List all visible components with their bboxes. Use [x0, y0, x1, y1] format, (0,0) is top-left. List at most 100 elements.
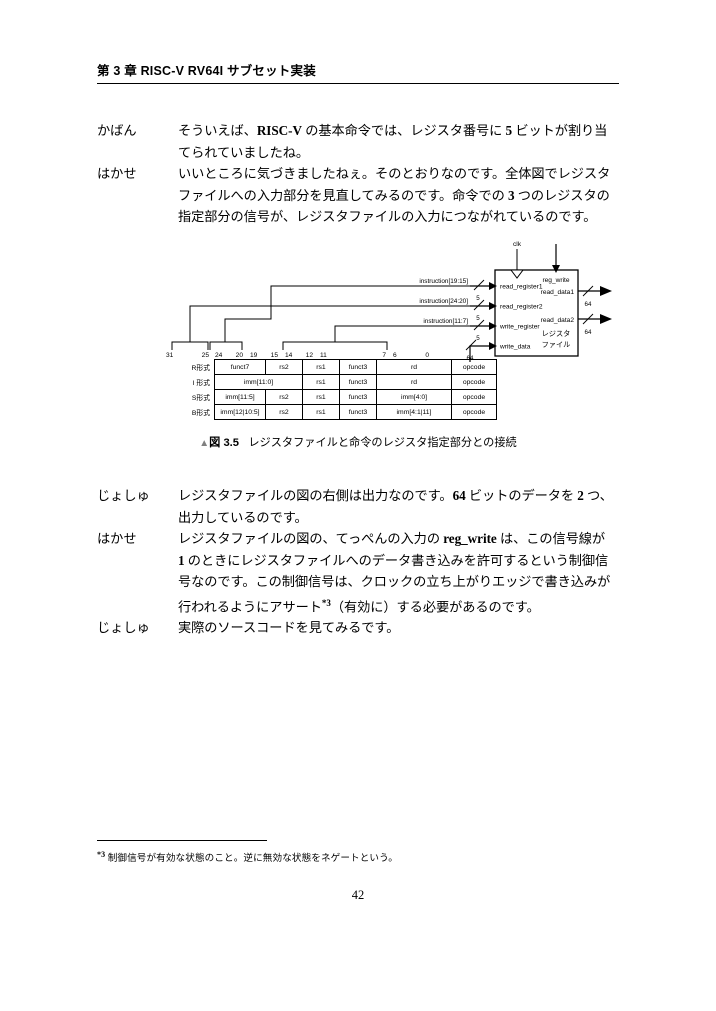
- row-format-label: B形式: [191, 410, 210, 417]
- figure-caption: ▲図 3.5 レジスタファイルと命令のレジスタ指定部分との接続: [0, 434, 716, 450]
- table-cell: rs2: [265, 389, 303, 405]
- dialogue-lines: そういえば、RISC-V の基本命令では、レジスタ番号に 5 ビットが割り当 て…: [178, 120, 619, 163]
- caption-text: レジスタファイルと命令のレジスタ指定部分との接続: [248, 437, 517, 449]
- read-data1-arrow-icon: [600, 286, 612, 296]
- table-cell: opcode: [451, 389, 497, 405]
- rd-routing-wire: [334, 325, 470, 342]
- write-register-width: 5: [476, 335, 480, 342]
- table-cell: imm[12|10:5]: [214, 404, 266, 420]
- table-cell: opcode: [451, 374, 497, 390]
- caption-triangle-icon: ▲: [199, 438, 210, 449]
- read-register2-width-slash: [473, 299, 485, 311]
- table-cell: rs2: [265, 359, 303, 375]
- read-register1-label: read_register1: [500, 284, 543, 291]
- read-data1-label: read_data1: [541, 289, 575, 296]
- table-cell: opcode: [451, 359, 497, 375]
- bit-label: 7: [382, 352, 386, 359]
- bit-label: 19: [250, 352, 258, 359]
- register-file-box-label-line2: ファイル: [542, 340, 571, 349]
- rs1-routing-wire: [224, 285, 470, 342]
- table-cell: rs1: [302, 404, 340, 420]
- bit-label: 31: [166, 352, 174, 359]
- read-data2-width-slash: [582, 313, 594, 325]
- reg-write-label: reg_write: [542, 277, 569, 284]
- bit-label: 0: [425, 352, 429, 359]
- dialogue-line: 出力しているのです。: [178, 509, 308, 525]
- dialogue-entry: じょしゅ 実際のソースコードを見てみるです。: [97, 617, 619, 639]
- dialogue-entry: はかせ いいところに気づきましたねぇ。そのとおりなのです。全体図でレジスタ ファ…: [97, 163, 619, 228]
- dialogue-line: 1 のときにレジスタファイルへのデータ書き込みを許可するという制御信: [178, 552, 609, 568]
- table-cell: imm[11:5]: [214, 389, 266, 405]
- table-cell: imm[4:0]: [376, 389, 452, 405]
- table-cell: imm[4:1|11]: [376, 404, 452, 420]
- bit-label: 24: [215, 352, 223, 359]
- dialogue-line: 行われるようにアサート*3（有効に）する必要があるのです。: [178, 597, 540, 614]
- rs1-field-bracket: [209, 341, 243, 350]
- write-register-label: write_register: [499, 324, 540, 331]
- bit-label: 14: [285, 352, 293, 359]
- speaker-label: かばん: [97, 123, 137, 138]
- read-register1-arrow-icon: [489, 282, 497, 290]
- read-register2-label: read_register2: [500, 304, 543, 311]
- running-header: 第 3 章 RISC-V RV64I サブセット実装: [97, 60, 619, 84]
- figure-3-5: clk reg_write read_register1 5 read_regi…: [0, 238, 716, 468]
- read-register1-width: 5: [476, 295, 480, 302]
- bit-label: 25: [202, 352, 210, 359]
- page-number: 42: [351, 888, 365, 902]
- write-data-width: 64: [467, 355, 474, 362]
- dialogue-line: 指定部分の信号が、レジスタファイルの入力につながれているのです。: [178, 209, 597, 224]
- bit-label-row: 31 25 24 20 19 15 14 12 11 7 6 0: [166, 352, 429, 359]
- footnote-marker: *3: [97, 850, 106, 859]
- footnote-text: 制御信号が有効な状態のこと。逆に無効な状態をネゲートという。: [107, 853, 398, 865]
- table-cell: imm[11:0]: [214, 374, 303, 390]
- bit-label: 6: [393, 352, 397, 359]
- dialogue-entry: はかせ レジスタファイルの図の、てっぺんの入力の reg_write は、この信…: [97, 528, 619, 617]
- dialogue-line: いいところに気づきましたねぇ。そのとおりなのです。全体図でレジスタ: [178, 166, 611, 181]
- read-data2-arrow-icon: [600, 314, 612, 324]
- table-cell: rs2: [265, 404, 303, 420]
- row-format-label: S形式: [191, 395, 210, 402]
- read-data2-width: 64: [585, 329, 592, 336]
- read-register2-width: 5: [476, 315, 480, 322]
- write-register-arrow-icon: [489, 322, 497, 330]
- table-cell: rs1: [302, 374, 340, 390]
- dialogue-line: 実際のソースコードを見てみるです。: [178, 620, 400, 636]
- register-file-diagram: clk reg_write read_register1 5 read_regi…: [166, 241, 612, 362]
- table-cell: funct7: [214, 359, 266, 375]
- table-cell: funct3: [339, 359, 377, 375]
- table-row: S形式 imm[11:5] rs2 rs1 funct3 imm[4:0] op…: [163, 389, 497, 405]
- dialogue-line: ファイルへの入力部分を見直してみるのです。命令での 3 つのレジスタの: [178, 187, 610, 203]
- row-format-label: I 形式: [192, 380, 210, 387]
- instruction-format-table: R形式 funct7 rs2 rs1 funct3 rd opcode I 形式…: [0, 359, 716, 420]
- dialogue-line: レジスタファイルの図の右側は出力なのです。64 ビットのデータを 2 つ、: [178, 488, 613, 503]
- dialogue-lines: 実際のソースコードを見てみるです。: [178, 617, 619, 639]
- table-cell: funct3: [339, 404, 377, 420]
- dialogue-lines: いいところに気づきましたねぇ。そのとおりなのです。全体図でレジスタ ファイルへの…: [178, 163, 619, 228]
- table-cell: rd: [376, 359, 452, 375]
- read-data2-label: read_data2: [541, 317, 575, 324]
- bit-label: 12: [306, 352, 314, 359]
- write-data-width-slash: [465, 339, 477, 351]
- speaker-label: はかせ: [97, 531, 137, 546]
- speaker-label: じょしゅ: [97, 620, 150, 636]
- table-row: R形式 funct7 rs2 rs1 funct3 rd opcode: [163, 359, 497, 375]
- rs2-routing-wire: [189, 305, 470, 342]
- row-format-label: R形式: [191, 365, 210, 372]
- write-register-width-slash: [473, 319, 485, 331]
- footnote-rule: [97, 840, 267, 841]
- table-cell: rs1: [302, 359, 340, 375]
- caption-number: 図 3.5: [209, 437, 240, 449]
- dialogue-line: そういえば、RISC-V の基本命令では、レジスタ番号に 5 ビットが割り当: [178, 123, 608, 138]
- dialogue-top: かばん そういえば、RISC-V の基本命令では、レジスタ番号に 5 ビットが割…: [97, 120, 619, 228]
- read-data1-width-slash: [582, 285, 594, 297]
- table-row: I 形式 imm[11:0] rs1 funct3 rd opcode: [163, 374, 497, 390]
- dialogue-line: レジスタファイルの図の、てっぺんの入力の reg_write は、この信号線が: [178, 531, 606, 546]
- table-row: B形式 imm[12|10:5] rs2 rs1 funct3 imm[4:1|…: [163, 404, 497, 420]
- bit-label: 11: [320, 352, 327, 359]
- footnote-reference[interactable]: *3: [321, 597, 331, 608]
- read-register2-arrow-icon: [489, 302, 497, 310]
- dialogue-line: 号なのです。この制御信号は、クロックの立ち上がりエッジで書き込みが: [178, 574, 611, 589]
- dialogue-entry: かばん そういえば、RISC-V の基本命令では、レジスタ番号に 5 ビットが割…: [97, 120, 619, 163]
- reg-write-arrow-icon: [552, 265, 560, 273]
